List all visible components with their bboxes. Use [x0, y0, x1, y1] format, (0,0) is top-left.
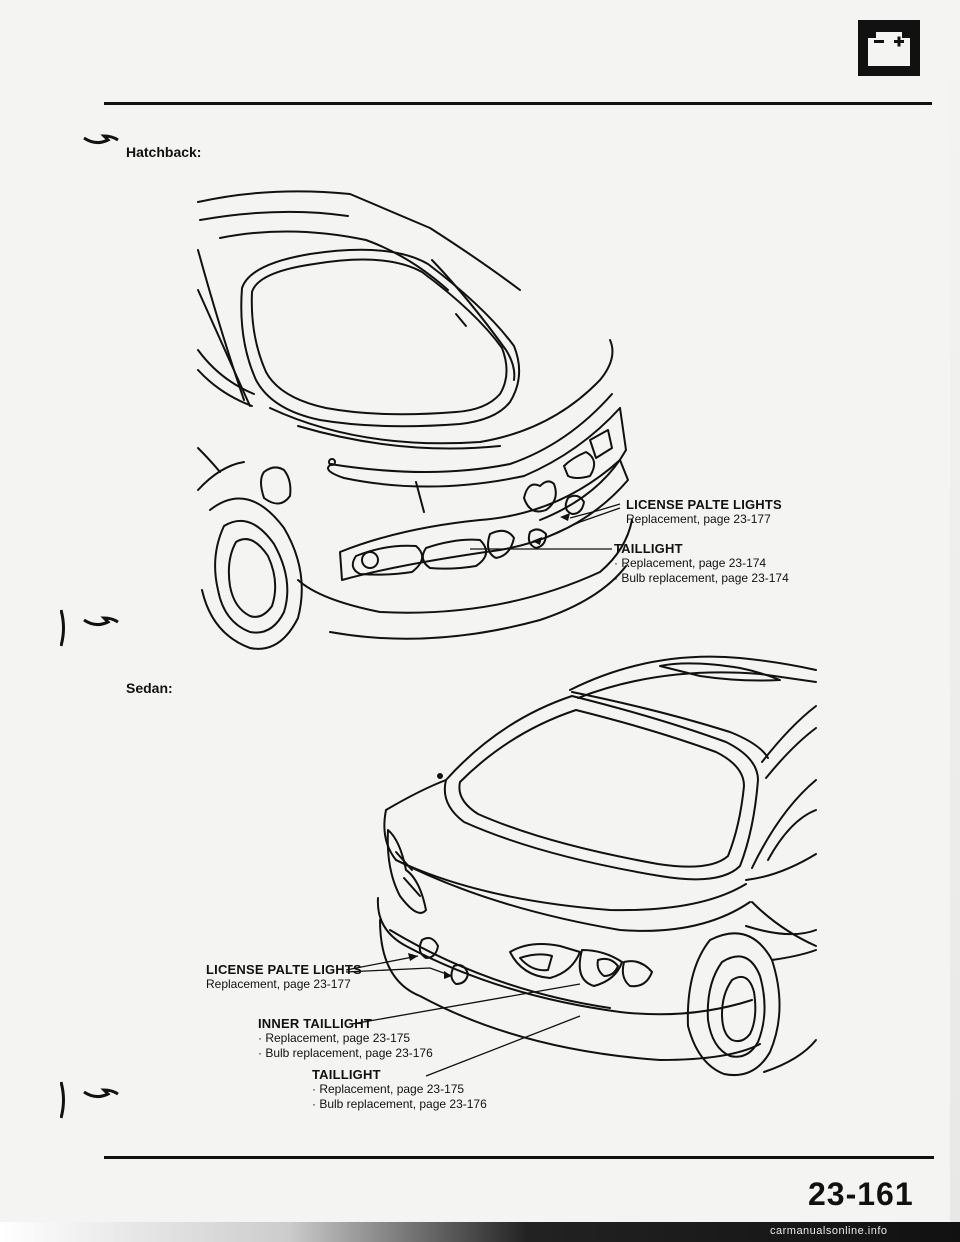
binding-mark	[60, 1080, 66, 1120]
callout-title: TAILLIGHT	[312, 1067, 381, 1082]
footer-watermark: carmanualsonline.info	[770, 1225, 888, 1237]
footer-bar	[0, 1222, 960, 1242]
hatchback-taillight-callout: TAILLIGHT · Replacement, page 23-174 · B…	[614, 541, 789, 586]
section-marker-icon	[82, 616, 122, 630]
callout-title: LICENSE PALTE LIGHTS	[626, 497, 782, 512]
section-marker-icon	[82, 134, 122, 148]
page-number: 23-161	[808, 1176, 914, 1212]
sedan-inner-taillight-callout: INNER TAILLIGHT · Replacement, page 23-1…	[258, 1016, 433, 1061]
callout-title: INNER TAILLIGHT	[258, 1016, 372, 1031]
section-marker-icon	[82, 1088, 122, 1102]
hatchback-car-illustration	[180, 180, 640, 660]
hatchback-heading: Hatchback:	[126, 144, 202, 160]
binding-mark	[60, 608, 66, 648]
callout-line: · Bulb replacement, page 23-176	[312, 1097, 487, 1111]
callout-line: · Replacement, page 23-175	[258, 1031, 411, 1045]
callout-line: · Replacement, page 23-175	[312, 1082, 465, 1096]
scan-margin	[950, 0, 960, 1242]
footer-rule	[104, 1156, 934, 1159]
callout-line: Replacement, page 23-177	[206, 977, 351, 991]
callout-line: · Bulb replacement, page 23-176	[258, 1046, 433, 1060]
battery-icon	[856, 18, 922, 78]
hatchback-license-lights-callout: LICENSE PALTE LIGHTS Replacement, page 2…	[626, 497, 782, 527]
callout-line: · Replacement, page 23-174	[614, 556, 767, 570]
sedan-heading: Sedan:	[126, 680, 173, 696]
sedan-license-lights-callout: LICENSE PALTE LIGHTS Replacement, page 2…	[206, 962, 362, 992]
callout-title: LICENSE PALTE LIGHTS	[206, 962, 362, 977]
callout-line: Replacement, page 23-177	[626, 512, 771, 526]
callout-title: TAILLIGHT	[614, 541, 683, 556]
callout-line: · Bulb replacement, page 23-174	[614, 571, 789, 585]
sedan-taillight-callout: TAILLIGHT · Replacement, page 23-175 · B…	[312, 1067, 487, 1112]
header-rule	[104, 102, 932, 105]
